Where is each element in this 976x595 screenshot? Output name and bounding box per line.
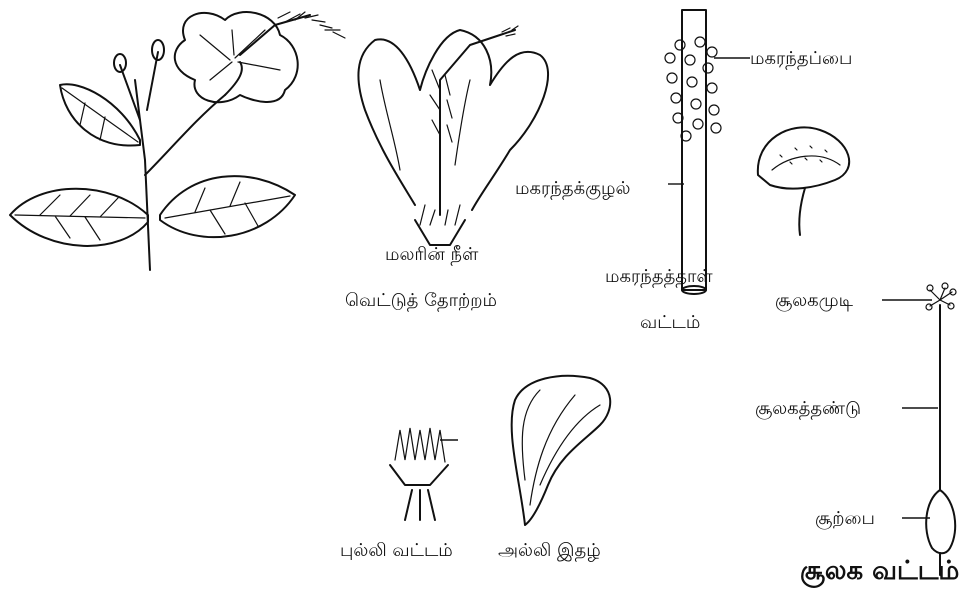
gynoecium-label: சூலக வட்டம்	[800, 556, 959, 586]
staminal-column-illustration	[665, 10, 750, 294]
lengthwise-section-label-line2: வெட்டுத் தோற்றம்	[345, 290, 497, 312]
hibiscus-plant-illustration	[10, 12, 345, 270]
androecium-label-line1: மகரந்தத்தாள்	[605, 266, 713, 288]
anther-cluster	[665, 37, 721, 141]
ovary-label: சூற்பை	[815, 508, 875, 530]
petal-label: அல்லி இதழ்	[498, 540, 601, 562]
gynoecium-illustration	[882, 283, 956, 575]
androecium-label-line2: வட்டம்	[640, 312, 700, 334]
staminal-tube-label: மகரந்தக்குழல்	[515, 178, 630, 200]
anther-detail-illustration	[758, 127, 849, 235]
petal-illustration	[512, 376, 611, 525]
calyx-illustration	[390, 428, 458, 520]
calyx-label: புல்லி வட்டம்	[340, 540, 453, 562]
lengthwise-section-label-line1: மலரின் நீள்	[385, 244, 478, 266]
anther-label: மகரந்தப்பை	[750, 48, 852, 70]
flower-longitudinal-section	[358, 26, 548, 245]
style-label: சூலகத்தண்டு	[755, 398, 861, 420]
stigma-label: சூலகமுடி	[775, 290, 853, 312]
